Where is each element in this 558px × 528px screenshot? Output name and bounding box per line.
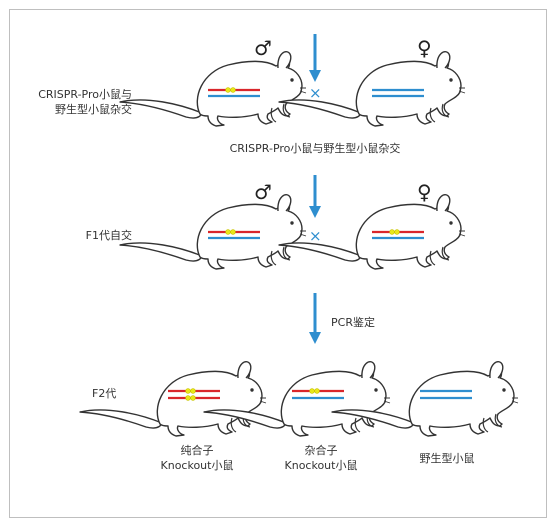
gen0-label-line2: 野生型小鼠杂交 bbox=[55, 103, 132, 116]
male-symbol-icon: ♂ bbox=[254, 36, 272, 60]
arrow-down-2-icon bbox=[309, 175, 321, 218]
heterozygous-label-line2: Knockout小鼠 bbox=[284, 459, 358, 472]
cross-symbol-icon: × bbox=[309, 227, 322, 245]
f2-label: F2代 bbox=[92, 387, 117, 400]
gen0-label-line1: CRISPR-Pro小鼠与 bbox=[38, 88, 132, 101]
pcr-label: PCR鉴定 bbox=[331, 316, 375, 329]
diagram-frame bbox=[9, 9, 547, 518]
mouse-f1-male bbox=[119, 193, 307, 270]
mouse-parent-male bbox=[119, 50, 307, 127]
heterozygous-label-line1: 杂合子 bbox=[304, 444, 338, 457]
mouse-f1-female bbox=[278, 193, 466, 270]
wildtype-label: 野生型小鼠 bbox=[419, 452, 475, 465]
female-symbol-icon: ♀ bbox=[417, 36, 432, 60]
cross-caption: CRISPR-Pro小鼠与野生型小鼠杂交 bbox=[229, 142, 401, 155]
cross-symbol-icon: × bbox=[309, 84, 322, 102]
homozygous-label-line2: Knockout小鼠 bbox=[160, 459, 234, 472]
homozygous-label-line1: 纯合子 bbox=[180, 444, 214, 457]
female-symbol-icon: ♀ bbox=[417, 180, 432, 204]
arrow-down-1-icon bbox=[309, 34, 321, 82]
f1-label: F1代自交 bbox=[85, 229, 132, 242]
mouse-parent-female bbox=[278, 50, 466, 127]
male-symbol-icon: ♂ bbox=[254, 180, 272, 204]
arrow-down-3-icon bbox=[309, 293, 321, 344]
